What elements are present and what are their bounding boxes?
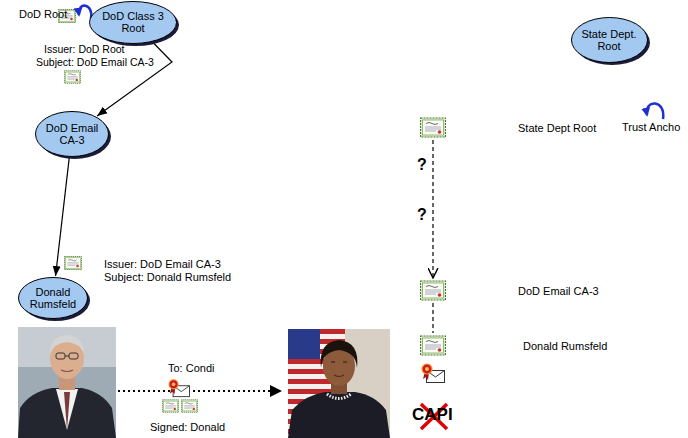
certificate-field: Issuer: DoD Root: [44, 43, 125, 55]
ca-ellipse: DoD Email CA-3: [34, 110, 110, 158]
rumsfeld-photo: [65, 356, 69, 357]
certificate-title: Donald Rumsfeld: [523, 340, 607, 352]
certificate-graphic: [421, 281, 446, 300]
certificate-name: DoD Root: [19, 8, 67, 21]
rice-photo: [288, 329, 390, 438]
rice-photo: [321, 340, 358, 368]
rumsfeld-photo: [56, 389, 78, 430]
unknown-path-mark: ?: [417, 206, 427, 224]
certificate-icon: [162, 400, 178, 412]
ca-ellipse: State Dept. Root: [570, 16, 649, 64]
certificate-graphic: [420, 280, 446, 301]
rumsfeld-photo: [50, 335, 84, 354]
connector: [56, 158, 70, 276]
certificate-title: State Dept Root: [518, 122, 596, 134]
node-title: Donald Rumsfeld: [25, 286, 82, 310]
certificate-icon: [64, 71, 80, 83]
certificate-field: Subject: Donald Rumsfeld: [104, 271, 231, 284]
certificate-icon: [181, 400, 197, 412]
certificate-graphic: [420, 117, 446, 138]
node-text: DoD Email CA-3: [42, 122, 103, 146]
certificate-icon: [64, 256, 81, 269]
rice-photo: [331, 361, 347, 362]
rice-photo: [327, 394, 351, 399]
signed-message-icon: [422, 364, 445, 383]
node-text: DoD Class 3 Root: [100, 10, 166, 34]
trust-anchor-note: Trust Ancho: [622, 121, 680, 134]
certificate-icon: [64, 256, 81, 269]
certificate-title: DoD Email CA-3: [518, 285, 599, 297]
signed-message-icon: [422, 364, 445, 383]
signed-message-icon: [169, 380, 189, 397]
signed-message-icon: [169, 380, 189, 397]
connector: [432, 140, 433, 278]
rumsfeld-photo: [18, 388, 116, 438]
trust-anchor-arrow: [79, 6, 92, 19]
rumsfeld-photo: [61, 370, 73, 372]
ca-ellipse: DoD Class 3 Root: [88, 0, 178, 45]
message-header: To: Condi: [168, 362, 214, 375]
certificate-graphic: [420, 335, 446, 356]
node-text: State Dept Root: [518, 122, 596, 134]
node-text: State Dept. Root: [578, 28, 640, 52]
certificate-graphic: [421, 336, 446, 355]
unknown-path-mark: ?: [417, 156, 427, 174]
rice-photo: [288, 329, 320, 359]
ellipse-fill: [90, 1, 177, 43]
certificate-field: Issuer: DoD Email CA-3: [104, 258, 221, 271]
node-text: Donald Rumsfeld: [25, 286, 82, 310]
rumsfeld-photo: [69, 353, 78, 359]
rice-photo: [334, 375, 344, 377]
certificate-icon: [64, 71, 80, 83]
api-name: CAPI: [412, 405, 453, 425]
node-text: Donald Rumsfeld: [523, 340, 607, 352]
node-title: DoD Class 3 Root: [100, 10, 166, 34]
ellipse-fill: [19, 278, 88, 319]
certificate-icon: [162, 400, 178, 412]
trust-anchor-arrow: [647, 103, 664, 119]
rice-photo: [288, 329, 390, 438]
rice-photo: [288, 392, 390, 438]
rumsfeld-photo: [56, 353, 65, 359]
user-ellipse: Donald Rumsfeld: [17, 276, 89, 320]
rumsfeld-photo: [18, 327, 116, 438]
certificate-icon: DoD Email CA-3: [420, 280, 446, 301]
node-title: DoD Email CA-3: [42, 122, 103, 146]
rumsfeld-photo: [18, 327, 116, 438]
message-arrow: [118, 390, 282, 392]
ellipse-fill: [571, 18, 647, 63]
ellipse-fill: [36, 112, 109, 157]
certificate-icon: Donald Rumsfeld: [420, 335, 446, 356]
node-text: DoD Email CA-3: [518, 285, 599, 297]
certificate-icon: [181, 400, 197, 412]
connector: [432, 303, 433, 333]
message-header: Signed: Donald: [150, 421, 225, 434]
node-title: State Dept. Root: [578, 28, 640, 52]
rumsfeld-photo: [64, 392, 70, 430]
certificate-field: Subject: DoD Email CA-3: [36, 56, 154, 68]
certificate-graphic: [421, 118, 446, 137]
certificate-icon: State Dept Root: [420, 117, 446, 138]
